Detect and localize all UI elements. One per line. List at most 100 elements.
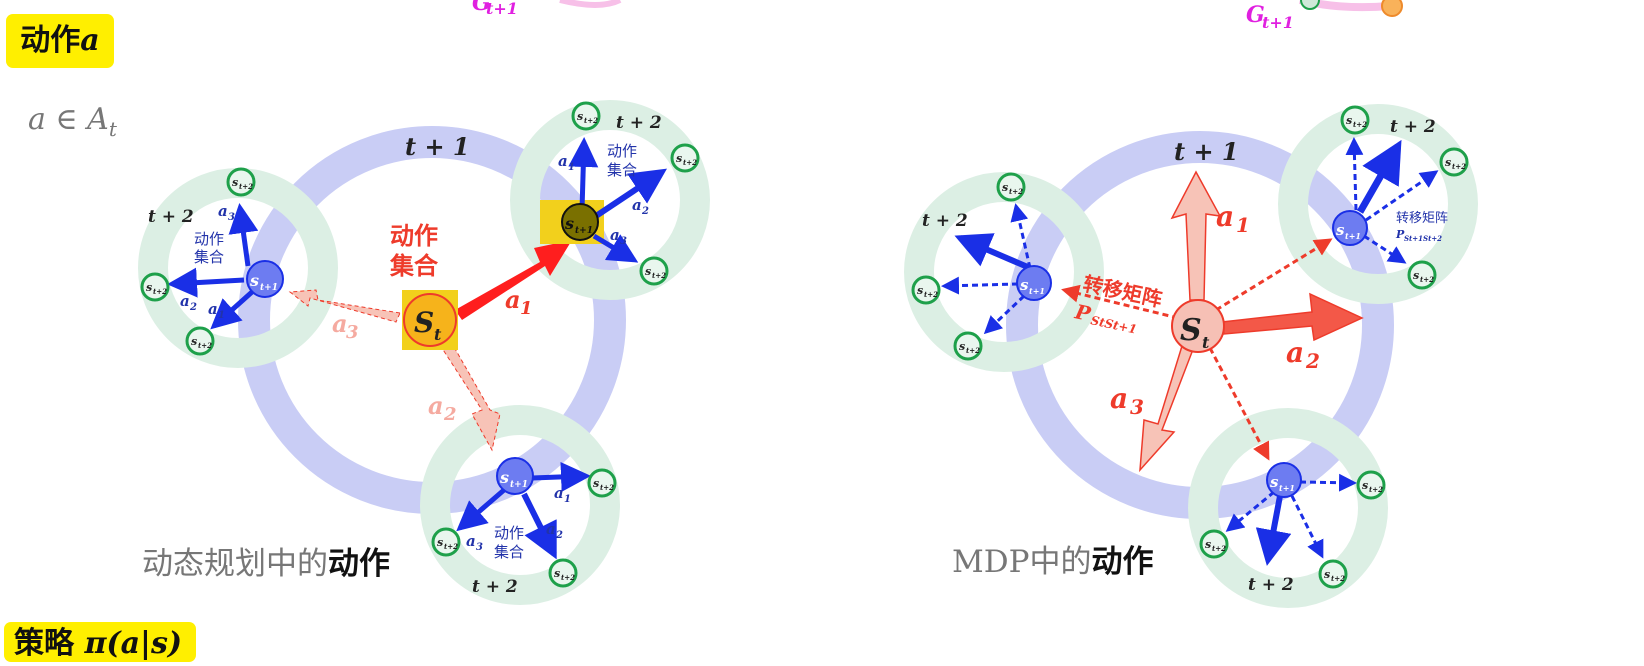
svg-text:s: s: [564, 214, 574, 233]
svg-text:t+2: t+2: [652, 271, 666, 280]
svg-text:s: s: [1362, 479, 1368, 492]
right-green-ring-topright: [1278, 104, 1478, 304]
left-a2-label: a: [428, 391, 444, 420]
left-ring-label: t + 1: [405, 132, 470, 161]
left-node-left: s t+1 s t+2 s t+2 s t+2 t + 2 动作 集合 a 3 …: [140, 167, 284, 356]
svg-text:t+1: t+1: [1262, 13, 1294, 32]
svg-text:t+2: t+2: [1353, 120, 1367, 129]
svg-text:s: s: [232, 176, 238, 189]
svg-text:t+2: t+2: [1212, 544, 1226, 553]
svg-text:t + 2: t + 2: [1390, 117, 1436, 137]
right-node-left: s t+1 s t+2 s t+2 s t+2 t + 2: [911, 172, 1052, 361]
svg-text:a: a: [632, 196, 642, 214]
svg-text:s: s: [645, 265, 651, 278]
svg-text:t+2: t+2: [1420, 275, 1434, 284]
svg-text:s: s: [146, 281, 152, 294]
svg-text:a: a: [546, 520, 556, 538]
svg-text:t+2: t+2: [444, 542, 458, 551]
svg-text:t+2: t+2: [561, 573, 575, 582]
svg-text:G: G: [1246, 2, 1265, 28]
left-a1-arrow: [455, 240, 572, 320]
svg-text:t+2: t+2: [600, 483, 614, 492]
svg-text:2: 2: [555, 530, 563, 541]
svg-text:t+2: t+2: [239, 182, 253, 191]
svg-text:s: s: [1346, 114, 1352, 127]
svg-text:t+2: t+2: [153, 287, 167, 296]
svg-text:2: 2: [443, 404, 457, 425]
svg-text:a: a: [466, 532, 476, 550]
svg-text:t + 2: t + 2: [1248, 575, 1294, 595]
left-green-ring-bottom: [420, 405, 620, 605]
svg-text:2: 2: [1305, 349, 1320, 373]
svg-text:s: s: [1002, 181, 1008, 194]
svg-text:2: 2: [641, 206, 649, 217]
svg-text:t: t: [434, 325, 442, 344]
right-center-state: [1171, 299, 1225, 353]
svg-text:P: P: [1395, 228, 1405, 241]
diagrams-canvas: G t+1 G t+1 t + 1 S t 动作 集合 a 1 a 3 a 2: [138, 0, 1478, 608]
right-caption: MDP中的动作: [952, 536, 1153, 581]
right-a1-arrow: [1170, 170, 1222, 301]
svg-text:a: a: [558, 152, 568, 170]
left-caption: 动态规划中的动作: [142, 538, 390, 583]
left-action-set-line1: 动作: [390, 222, 438, 250]
svg-text:1: 1: [564, 494, 571, 505]
svg-text:3: 3: [228, 212, 235, 223]
right-ring-label: t + 1: [1174, 137, 1239, 166]
svg-text:t+1: t+1: [1029, 286, 1045, 296]
svg-text:s: s: [191, 335, 197, 348]
svg-text:St+1St+2: St+1St+2: [1404, 234, 1442, 243]
right-caption-bold: 动作: [1091, 544, 1154, 580]
svg-text:t+2: t+2: [1331, 574, 1345, 583]
right-a2-arrow: [1221, 292, 1364, 342]
svg-text:a: a: [610, 226, 620, 244]
svg-text:StSt+1: StSt+1: [1089, 313, 1138, 336]
top-fragment-right: G t+1: [1246, 0, 1403, 32]
right-caption-prefix: MDP中的: [952, 544, 1092, 580]
svg-text:t+2: t+2: [1009, 187, 1023, 196]
svg-text:3: 3: [346, 322, 359, 343]
svg-text:1: 1: [520, 298, 533, 319]
top-fragment-left: G t+1: [472, 0, 622, 18]
svg-text:动作: 动作: [607, 142, 637, 160]
left-a3-label: a: [332, 309, 348, 338]
svg-text:s: s: [1324, 568, 1330, 581]
svg-text:P: P: [1072, 299, 1094, 326]
svg-text:s: s: [676, 152, 682, 165]
svg-text:t+1: t+1: [1345, 231, 1361, 241]
svg-text:2: 2: [189, 302, 197, 313]
svg-text:3: 3: [476, 542, 483, 553]
right-a1-label: a: [1216, 200, 1234, 233]
svg-text:t: t: [1202, 333, 1210, 352]
svg-text:s: s: [577, 110, 583, 123]
svg-text:t+2: t+2: [1452, 162, 1466, 171]
right-a3-arrow: [1139, 344, 1193, 473]
action-tag-text: 动作: [20, 23, 81, 58]
svg-text:3: 3: [620, 236, 627, 247]
svg-text:t + 2: t + 2: [148, 207, 194, 227]
svg-text:s: s: [959, 340, 965, 353]
left-node-bottom: s t+1 s t+2 s t+2 s t+2 t + 2 动作 集合 a 1 …: [431, 457, 617, 597]
right-node-topright: s t+1 s t+2 s t+2 s t+2 t + 2 转移矩阵 P St+…: [1332, 105, 1469, 290]
left-a2-arrow: [439, 339, 501, 452]
right-a2-label: a: [1286, 336, 1304, 369]
svg-text:动作: 动作: [494, 524, 524, 542]
svg-text:s: s: [499, 468, 509, 487]
svg-text:t+1: t+1: [575, 226, 593, 236]
svg-text:s: s: [554, 567, 560, 580]
svg-text:t+1: t+1: [486, 0, 518, 18]
svg-text:t+2: t+2: [1369, 485, 1383, 494]
svg-text:t+2: t+2: [683, 158, 697, 167]
svg-text:t+1: t+1: [260, 283, 278, 293]
svg-text:t+2: t+2: [924, 290, 938, 299]
svg-text:a: a: [180, 292, 190, 310]
svg-text:集合: 集合: [194, 248, 224, 266]
left-center-state: [403, 293, 457, 347]
svg-text:s: s: [437, 536, 443, 549]
right-a3-label: a: [1110, 382, 1128, 415]
svg-text:1: 1: [218, 310, 225, 321]
svg-text:t + 2: t + 2: [472, 577, 518, 597]
svg-text:t+2: t+2: [584, 116, 598, 125]
action-tag: 动作a: [6, 14, 114, 68]
svg-text:s: s: [593, 477, 599, 490]
